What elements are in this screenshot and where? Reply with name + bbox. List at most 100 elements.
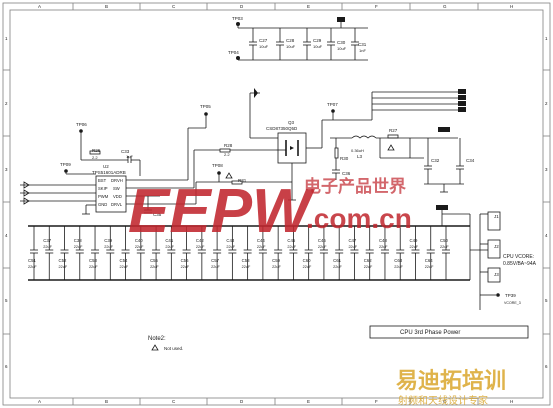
svg-text:Q3: Q3 <box>288 120 295 125</box>
row-label: 1 <box>545 36 548 41</box>
power-flag-icon <box>337 17 345 22</box>
tp39-sub: VCORE_3 <box>504 301 521 305</box>
svg-text:PWM: PWM <box>98 194 109 199</box>
j2-body <box>487 239 501 259</box>
row-label: 1 <box>5 36 8 41</box>
capacitor-ref: C62 <box>364 258 372 263</box>
tp08-label: TP08 <box>212 163 223 168</box>
capacitor-value: 22uF <box>409 245 418 249</box>
capacitor-ref: C37 <box>43 238 51 243</box>
net-flag-icon <box>458 101 466 106</box>
top-cap-c31: C31 1nF <box>351 28 367 60</box>
c36-capacitor: C36 <box>332 169 351 176</box>
u2-pins-left: BST SKIP PWM GND <box>98 178 109 207</box>
row-label: 2 <box>545 101 548 106</box>
capacitor-ref: C51 <box>28 258 36 263</box>
col-label: H <box>510 4 513 9</box>
j3-body <box>487 267 501 283</box>
warning-triangle-icon <box>225 172 233 179</box>
svg-text:1uF: 1uF <box>126 154 133 159</box>
col-label: H <box>510 399 513 404</box>
u2-ref: U2 <box>103 164 109 169</box>
capacitor-ref: C52 <box>59 258 67 263</box>
j3-label: J3 <box>494 272 499 277</box>
capacitor-value: 22uF <box>211 265 220 269</box>
row-label: 3 <box>5 167 8 172</box>
capacitor-ref: C49 <box>409 238 417 243</box>
net-flag-icon <box>458 107 466 112</box>
capacitor-value: 22uF <box>59 265 68 269</box>
capacitor-value: 22uF <box>120 265 129 269</box>
tp07-label: TP07 <box>327 102 338 107</box>
tp39-dot <box>496 293 500 297</box>
vcore-value: 0.85V/BA~94A <box>503 261 537 267</box>
r31-resistor: R31 <box>231 178 247 185</box>
tp04-label: TP04 <box>228 50 239 55</box>
svg-text:L3: L3 <box>357 154 363 159</box>
net-flag-icon <box>436 205 448 210</box>
top-cap-bank: TP03 TP04 C27 10uF C28 10uF C29 10uF <box>228 16 368 61</box>
svg-text:R31: R31 <box>238 178 247 183</box>
vcore-label: CPU VCORE: <box>503 254 534 260</box>
row-label: 5 <box>5 298 8 303</box>
col-label: C <box>172 4 176 9</box>
svg-text:C30: C30 <box>337 40 346 45</box>
col-label: D <box>240 399 244 404</box>
capacitor-ref: C55 <box>150 258 158 263</box>
title-block-text: CPU 3rd Phase Power <box>400 330 460 336</box>
output-cap-bank <box>28 210 488 281</box>
svg-text:R28: R28 <box>224 143 233 148</box>
capacitor-value: 22uF <box>150 265 159 269</box>
output-stage: TP07 0.36uH L3 R30 C36 R <box>321 89 475 210</box>
l3-inductor: 0.36uH L3 <box>351 135 377 159</box>
svg-text:R30: R30 <box>340 156 349 161</box>
eepw-dotcom-text: .com.cn <box>306 203 412 234</box>
eepw-watermark: EEPW 电子产品世界 .com.cn <box>128 176 412 246</box>
svg-text:10uF: 10uF <box>313 44 323 49</box>
svg-text:R27: R27 <box>389 128 398 133</box>
capacitor-value: 22uF <box>242 265 251 269</box>
svg-text:C32: C32 <box>431 158 440 163</box>
warning-triangle-icon <box>387 144 395 151</box>
tp39-label: TP39 <box>505 293 516 298</box>
capacitor-ref: C41 <box>165 238 173 243</box>
output-capacitor: C55 22uF <box>150 226 161 280</box>
r28-resistor: R28 2.2 <box>219 143 233 157</box>
capacitor-value: 22uF <box>135 245 144 249</box>
note-item: Not used. <box>164 346 183 351</box>
power-in-icon <box>254 88 258 98</box>
row-label: 3 <box>545 167 548 172</box>
top-cap-c28: C28 10uF <box>276 28 296 60</box>
row-label: 4 <box>545 233 548 238</box>
svg-text:C36: C36 <box>342 171 351 176</box>
capacitor-ref: C61 <box>333 258 341 263</box>
training-watermark-text: 易迪拓培训 <box>396 368 506 394</box>
j2-label: J2 <box>494 244 499 249</box>
capacitor-ref: C38 <box>74 238 82 243</box>
col-label: E <box>307 4 310 9</box>
capacitor-ref: C48 <box>379 238 387 243</box>
capacitor-value: 22uF <box>43 245 52 249</box>
svg-text:SW: SW <box>113 186 120 191</box>
svg-text:0.36uH: 0.36uH <box>351 148 364 153</box>
svg-text:10uF: 10uF <box>337 46 347 51</box>
capacitor-value: 22uF <box>287 245 296 249</box>
capacitor-value: 22uF <box>89 265 98 269</box>
capacitor-ref: C44 <box>257 238 265 243</box>
capacitor-ref: C59 <box>272 258 280 263</box>
capacitor-ref: C47 <box>348 238 356 243</box>
c35-label: C35 <box>153 212 162 217</box>
capacitor-ref: C46 <box>318 238 326 243</box>
capacitor-ref: C50 <box>440 238 448 243</box>
c34-capacitor: C34 <box>456 138 475 184</box>
